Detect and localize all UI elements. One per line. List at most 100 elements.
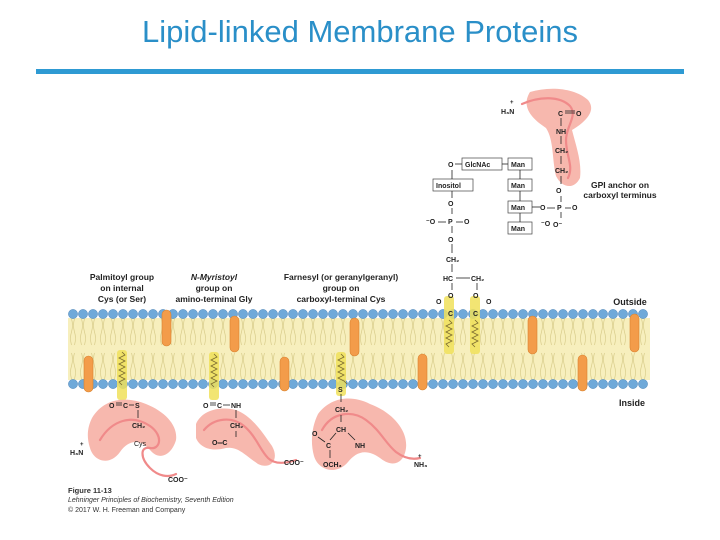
lipid-head [508,379,518,389]
lipid-head [318,309,328,319]
lipid-head [268,379,278,389]
svg-text:CH₂: CH₂ [132,423,145,430]
lipid-head [298,379,308,389]
svg-text:COO⁻: COO⁻ [284,460,304,467]
farnesyl-protein [311,398,407,470]
lipid-head [468,379,478,389]
lipid-head [228,379,238,389]
svg-text:O: O [572,205,578,212]
lipid-head [478,379,488,389]
svg-text:+: + [418,454,422,460]
svg-text:on internal: on internal [100,283,143,293]
man-1: Man [511,162,525,169]
man-2: Man [511,183,525,190]
lipid-head [328,309,338,319]
lipid-head [558,379,568,389]
lipid-head [258,379,268,389]
svg-text:NH: NH [231,403,241,410]
lipid-head [128,379,138,389]
lipid-head [568,379,578,389]
inside-label: Inside [619,398,645,408]
lipid-head [138,309,148,319]
svg-text:CH₂: CH₂ [335,407,348,414]
lipid-head [148,309,158,319]
lipid-head [438,379,448,389]
svg-text:⁻O: ⁻O [426,219,436,226]
lipid-head [358,309,368,319]
svg-text:C: C [473,311,478,318]
lipid-head [158,379,168,389]
svg-text:O: O [448,237,454,244]
svg-text:group on: group on [196,283,233,293]
lipid-head [408,309,418,319]
lipid-head [458,309,468,319]
lipid-head [428,309,438,319]
svg-text:HC: HC [443,276,453,283]
lipid-head [518,379,528,389]
title-rule [36,69,684,74]
svg-text:O: O [436,299,442,306]
lipid-head [378,309,388,319]
lipid-head [208,309,218,319]
lipid-head [178,309,188,319]
svg-text:COO⁻: COO⁻ [168,477,188,484]
gpi-label: GPI anchor on [591,180,649,190]
lipid-head [248,309,258,319]
membrane-helices [83,309,640,393]
lipid-head [368,309,378,319]
myristoyl-chemistry: O C NH CH₂ O═C COO⁻ [203,402,304,467]
lipid-head [178,379,188,389]
lipid-head [368,379,378,389]
lipid-head [398,379,408,389]
svg-text:NH₃: NH₃ [414,462,427,469]
slide-title: Lipid-linked Membrane Proteins [142,14,578,49]
man-3: Man [511,205,525,212]
lipid-head [618,309,628,319]
svg-text:CH₂: CH₂ [230,423,243,430]
lipid-head [408,379,418,389]
lipid-head [288,379,298,389]
lipid-head [118,309,128,319]
svg-text:carboxyl-terminal Cys: carboxyl-terminal Cys [297,294,386,304]
svg-text:O: O [556,188,562,195]
svg-text:OCH₃: OCH₃ [323,462,342,469]
lipid-head [98,379,108,389]
lipid-head [598,379,608,389]
svg-text:CH₂: CH₂ [471,276,484,283]
svg-text:carboxyl terminus: carboxyl terminus [583,190,656,200]
outside-label: Outside [613,297,647,307]
lipid-head [258,309,268,319]
svg-text:P: P [557,205,562,212]
lipid-head [638,379,648,389]
lipid-head [338,309,348,319]
lipid-head [68,379,78,389]
svg-text:O═C: O═C [212,440,227,447]
svg-text:O: O [576,111,582,118]
svg-text:C: C [123,403,128,410]
glcnac-label: GlcNAc [465,162,490,169]
svg-text:S: S [338,387,343,394]
lipid-head [428,379,438,389]
lipid-head [68,309,78,319]
lipid-head [418,309,428,319]
svg-text:Cys (or Ser): Cys (or Ser) [98,294,146,304]
svg-text:C: C [558,111,563,118]
lipid-head [488,379,498,389]
farnesyl-chemistry: S CH₂ CH NH C O OCH₃ NH₃ + [312,387,427,469]
lipid-head [218,379,228,389]
svg-text:CH₂: CH₂ [446,257,459,264]
lipid-head [268,309,278,319]
lipid-head [88,309,98,319]
anchor-labels: Palmitoyl group on internal Cys (or Ser)… [90,180,657,408]
lipid-head [278,309,288,319]
palmitoyl-chemistry: O C S CH₂ Cys H₃N + COO⁻ [70,402,188,484]
lipid-head [608,379,618,389]
lipid-head [198,379,208,389]
svg-text:amino-terminal Gly: amino-terminal Gly [176,294,253,304]
svg-text:O⁻: O⁻ [553,222,562,229]
svg-text:CH₂: CH₂ [555,168,568,175]
palmitoyl-label: Palmitoyl group [90,272,154,282]
lipid-head [388,309,398,319]
lipid-head [608,309,618,319]
protein-chains [98,97,574,478]
